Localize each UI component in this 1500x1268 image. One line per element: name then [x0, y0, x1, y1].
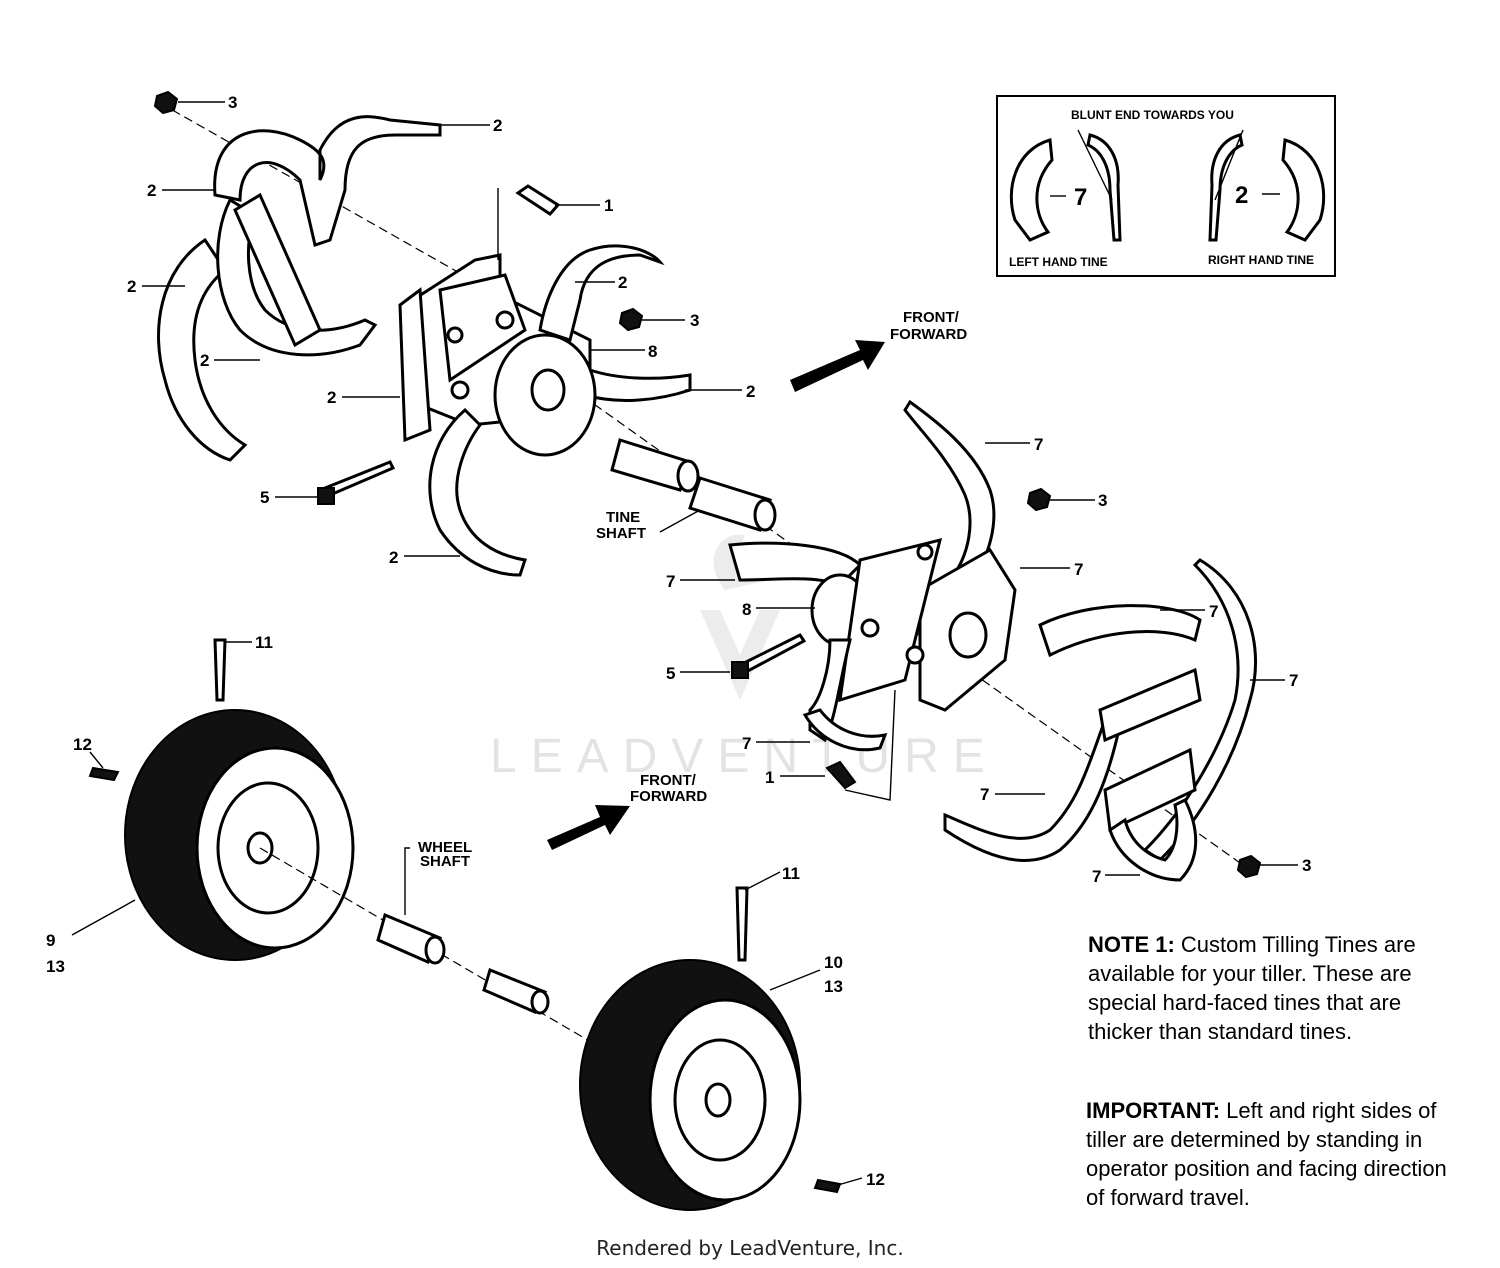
front-forward-label-bottom: FORWARD [890, 326, 967, 343]
pin-12-icon [88, 766, 120, 782]
callout-8: 8 [648, 342, 657, 361]
note-1-prefix: NOTE 1: [1088, 932, 1175, 957]
legend-right-label: RIGHT HAND TINE [1208, 253, 1314, 267]
left-hand-tine-icon [1009, 138, 1054, 242]
callout-7: 7 [742, 734, 751, 753]
wheel-shaft-label-bottom: SHAFT [420, 853, 470, 870]
legend-left-label: LEFT HAND TINE [1009, 255, 1108, 269]
callout-2: 2 [746, 382, 755, 401]
front-forward-label-top-2: FRONT/ [640, 772, 697, 789]
footer-credit: Rendered by LeadVenture, Inc. [596, 1236, 904, 1260]
tine-2-mid [216, 197, 378, 357]
tine-2-lower-right [583, 368, 692, 402]
tine-2-upper-right [538, 244, 665, 342]
callout-3: 3 [1098, 491, 1107, 510]
tine-7-plate [1098, 667, 1202, 743]
tine-2-bottom [428, 407, 527, 577]
callout-12: 12 [866, 1170, 885, 1189]
part-labels: FRONT/ FORWARD FRONT/ FORWARD TINE SHAFT… [418, 309, 967, 870]
callout-7: 7 [666, 572, 675, 591]
callout-3: 3 [1302, 856, 1311, 875]
tine-2-top [213, 115, 442, 247]
callout-2: 2 [493, 116, 502, 135]
bolt-11b-icon [735, 886, 749, 962]
tine-7-left [728, 541, 863, 587]
tine-shaft [610, 438, 777, 532]
callout-2: 2 [389, 548, 398, 567]
legend-header: BLUNT END TOWARDS YOU [1071, 108, 1234, 122]
important-text: Left and right sides of tiller are deter… [1086, 1098, 1447, 1210]
note-1: NOTE 1: Custom Tilling Tines are availab… [1088, 930, 1468, 1046]
leader-lines [71, 101, 1298, 1186]
legend-right-number: 2 [1235, 182, 1248, 209]
tine-shaft-label-bottom: SHAFT [596, 525, 646, 542]
wheel-shaft-label-top: WHEEL [418, 839, 472, 856]
callout-1: 1 [604, 196, 613, 215]
bolt-1b-icon [825, 760, 857, 790]
bolt-1-icon [515, 184, 561, 216]
callout-3: 3 [228, 93, 237, 112]
nut-3-mid-icon [618, 307, 644, 332]
callout-2: 2 [618, 273, 627, 292]
callout-1: 1 [765, 768, 774, 787]
nut-3-icon [153, 90, 179, 115]
forward-arrow-icon [547, 340, 885, 850]
callout-10: 10 [824, 953, 843, 972]
tine-7-right-curve [1038, 604, 1202, 658]
right-hand-tine-icon [1281, 138, 1326, 242]
note-1-text: Custom Tilling Tines are available for y… [1088, 932, 1416, 1044]
important-note: IMPORTANT: Left and right sides of tille… [1086, 1096, 1456, 1212]
tine-2-plate [233, 192, 322, 348]
callout-9: 9 [46, 931, 55, 950]
callout-2: 2 [200, 351, 209, 370]
callout-13: 13 [824, 977, 843, 996]
important-prefix: IMPORTANT: [1086, 1098, 1221, 1123]
nut-3-right-icon [1026, 487, 1052, 512]
callout-5: 5 [666, 664, 675, 683]
callout-7: 7 [1289, 671, 1298, 690]
front-forward-label-top: FRONT/ [903, 309, 960, 326]
callout-2: 2 [127, 277, 136, 296]
callout-3: 3 [690, 311, 699, 330]
tine-shaft-label-top: TINE [606, 509, 640, 526]
wheel-shaft [259, 847, 691, 1101]
callout-11: 11 [782, 864, 800, 883]
callout-12: 12 [73, 735, 92, 754]
tine-orientation-legend: BLUNT END TOWARDS YOU 7 LEFT HAND TINE 2… [996, 95, 1336, 277]
left-wheel [88, 638, 355, 961]
callout-7: 7 [1074, 560, 1083, 579]
bolt-11-icon [213, 638, 227, 702]
legend-left-number: 7 [1074, 184, 1087, 211]
callout-7: 7 [1092, 867, 1101, 886]
callout-2: 2 [327, 388, 336, 407]
callout-numbers: 3 2 2 1 2 2 3 8 2 2 2 5 2 7 3 7 7 7 8 5 … [46, 93, 1311, 1189]
callout-13: 13 [46, 957, 65, 976]
right-tine-assembly [153, 90, 1251, 871]
right-wheel [579, 886, 842, 1211]
callout-7: 7 [1209, 602, 1218, 621]
callout-8: 8 [742, 600, 751, 619]
watermark-text: LEADVENTURE [490, 730, 999, 783]
front-forward-label-bottom-2: FORWARD [630, 788, 707, 805]
pin-12b-icon [813, 1178, 842, 1194]
callout-2: 2 [147, 181, 156, 200]
callout-11: 11 [255, 633, 273, 652]
callout-5: 5 [260, 488, 269, 507]
tine-2-left [157, 237, 248, 462]
callout-7: 7 [1034, 435, 1043, 454]
left-tine-assembly [728, 399, 1262, 882]
watermark-logo-icon [700, 610, 780, 700]
nut-3-bottom-icon [1236, 854, 1262, 879]
callout-7: 7 [980, 785, 989, 804]
